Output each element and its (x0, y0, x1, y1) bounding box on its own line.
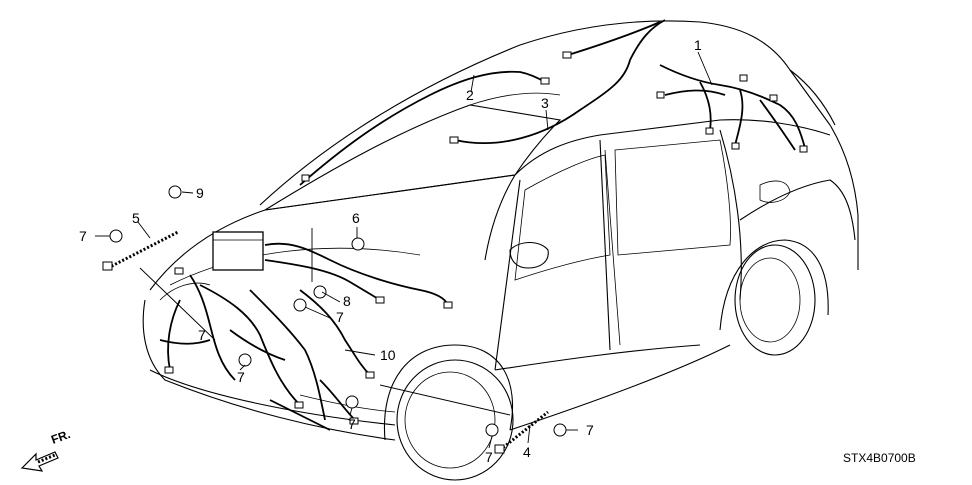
cable-5 (102, 230, 179, 271)
rear-harness-1 (656, 64, 808, 153)
callout-8: 8 (343, 293, 351, 309)
clip-parts (109, 185, 567, 437)
callout-6: 6 (352, 210, 360, 226)
callout-7-a: 7 (79, 228, 87, 244)
callout-7-f: 7 (586, 422, 594, 438)
callout-7-e: 7 (485, 449, 493, 465)
callout-5: 5 (132, 210, 140, 226)
leader-lines (95, 51, 713, 449)
callout-7-b: 7 (336, 309, 344, 325)
callout-9: 9 (196, 185, 204, 201)
cable-4 (494, 410, 549, 454)
callout-7-d: 7 (348, 416, 356, 432)
callout-1: 1 (694, 37, 702, 53)
engine-room-harness (159, 231, 453, 431)
callout-3: 3 (541, 95, 549, 111)
roof-harness-2 (299, 70, 550, 186)
front-direction-indicator: FR. (20, 427, 72, 472)
roof-harness-3 (449, 19, 666, 144)
callout-7-g: 7 (198, 327, 206, 343)
vehicle-body-outline (142, 20, 859, 481)
front-label: FR. (49, 427, 72, 447)
callouts: 1 2 3 4 5 6 7 7 7 7 7 7 7 8 9 10 (79, 37, 702, 465)
callout-2: 2 (466, 87, 474, 103)
callout-7-c: 7 (237, 369, 245, 385)
diagram-code: STX4B0700B (843, 451, 916, 465)
callout-10: 10 (380, 347, 396, 363)
callout-4: 4 (523, 444, 531, 460)
